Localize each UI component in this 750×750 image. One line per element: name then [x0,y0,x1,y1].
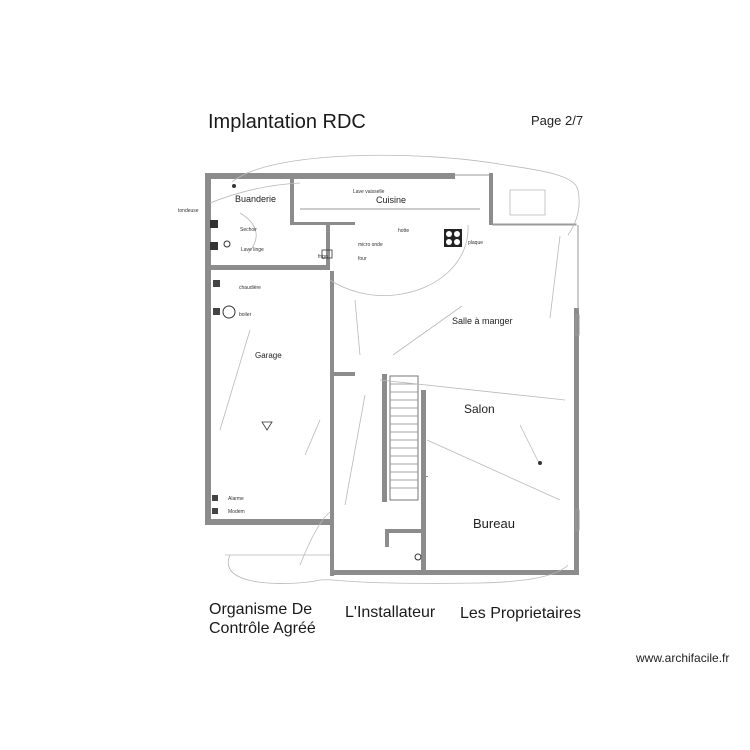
walls [205,173,579,576]
label-modem: Modem [228,509,245,515]
label-lave-vaisselle: Lave vaisselle [353,189,385,195]
appliance-icons [210,184,542,561]
signature-installateur: L'Installateur [345,604,436,621]
label-four: four [358,256,367,262]
label-micro-onde: micro onde [358,242,383,248]
room-label-salle-a-manger: Salle à manger [452,316,513,326]
hob-icon [444,229,462,247]
label-tondeuse: tondeuse [178,208,199,214]
room-label-garage: Garage [255,351,282,360]
label-alarme: Alarme [228,496,244,502]
staircase [389,375,419,501]
label-lave-linge: Lave linge [241,247,264,253]
label-chaudiere: chaudière [239,285,261,291]
room-label-cuisine: Cuisine [376,195,406,205]
room-label-bureau: Bureau [473,516,515,531]
page-title: Implantation RDC [208,111,366,133]
watermark: www.archifacile.fr [636,651,730,665]
signature-organisme-line1: Organisme De [209,601,313,618]
room-label-salon: Salon [464,402,495,416]
room-label-buanderie: Buanderie [235,194,276,204]
label-plaque: plaque [468,240,483,246]
page-number: Page 2/7 [531,113,584,128]
label-sechoir: Sechoir [240,227,257,233]
label-frigo: frigo [318,254,328,260]
label-boiler: boiler [239,312,252,318]
signature-proprietaires: Les Proprietaires [460,605,581,622]
wiring [209,154,580,584]
signature-organisme: Organisme De Contrôle Agréé [209,600,316,638]
signature-organisme-line2: Contrôle Agréé [209,620,316,637]
label-hotte: hotte [398,228,409,234]
